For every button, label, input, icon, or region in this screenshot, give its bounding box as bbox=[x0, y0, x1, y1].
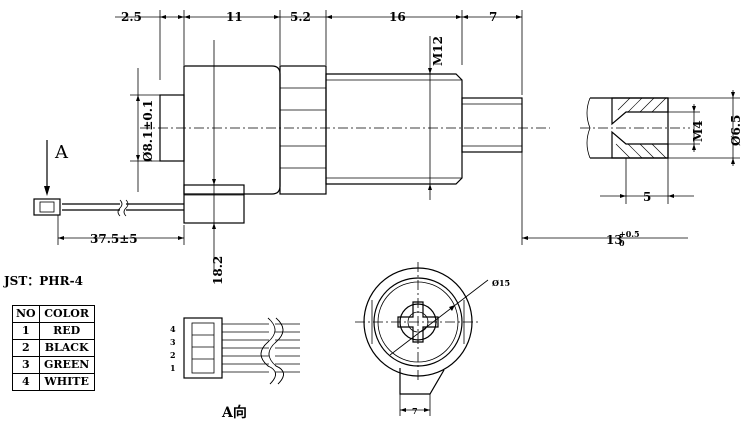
end-view: Ø15 7 bbox=[355, 262, 510, 416]
header-color: COLOR bbox=[38, 305, 95, 323]
pin-2: 2 bbox=[170, 350, 176, 360]
dim-wire-length: 37.5±5 bbox=[90, 232, 138, 246]
row-no: 2 bbox=[12, 339, 40, 357]
dim-top-5: 7 bbox=[489, 10, 497, 24]
shaft-section-view: M4 Ø6.5 5 bbox=[580, 90, 743, 204]
connector-label: JST：PHR-4 bbox=[4, 274, 83, 288]
dim-section-depth: 5 bbox=[643, 190, 651, 204]
table-row: 2 BLACK bbox=[12, 339, 95, 357]
row-color: RED bbox=[38, 322, 95, 340]
dim-body-diameter: Ø8.1±0.1 bbox=[141, 100, 155, 162]
table-row: 1 RED bbox=[12, 322, 95, 340]
view-label-a: A bbox=[55, 142, 68, 163]
pin-3: 3 bbox=[170, 337, 176, 347]
top-dimension-chain: 2.5 11 5.2 16 7 bbox=[115, 10, 523, 95]
shaft-length-dim: 13 +0.5 0 bbox=[521, 152, 688, 248]
row-no: 3 bbox=[12, 356, 40, 374]
table-row: 3 GREEN bbox=[12, 356, 95, 374]
dim-top-1: 2.5 bbox=[121, 10, 142, 24]
row-color: BLACK bbox=[38, 339, 95, 357]
dim-shaft-tol-upper: +0.5 bbox=[619, 229, 640, 239]
table-row: 4 WHITE bbox=[12, 373, 95, 391]
wire-and-plug: 37.5±5 bbox=[33, 140, 185, 246]
dim-shaft-tol-lower: 0 bbox=[619, 238, 625, 248]
table-header-row: NO COLOR bbox=[12, 305, 95, 323]
row-color: WHITE bbox=[38, 373, 95, 391]
pin-1: 1 bbox=[170, 363, 176, 373]
connector-a-view: 4 3 2 1 bbox=[170, 317, 300, 385]
dim-end-diameter: Ø15 bbox=[492, 278, 510, 288]
row-no: 1 bbox=[12, 322, 40, 340]
dim-connector-height: 18.2 bbox=[211, 256, 225, 285]
dim-end-offset: 7 bbox=[412, 406, 418, 416]
dim-top-4: 16 bbox=[389, 10, 406, 24]
dim-thread: M12 bbox=[431, 36, 445, 66]
dim-section-thread: M4 bbox=[691, 120, 705, 142]
pin-4: 4 bbox=[170, 324, 176, 334]
dim-section-diameter: Ø6.5 bbox=[729, 115, 743, 146]
dim-top-3: 5.2 bbox=[290, 10, 311, 24]
row-color: GREEN bbox=[38, 356, 95, 374]
header-no: NO bbox=[12, 305, 40, 323]
side-vertical-dims: Ø8.1±0.1 M12 18.2 bbox=[130, 36, 445, 285]
dim-shaft-length: 13 bbox=[606, 233, 623, 247]
dim-top-2: 11 bbox=[226, 10, 243, 24]
view-caption: A向 bbox=[222, 405, 247, 421]
wire-color-table: NO COLOR 1 RED 2 BLACK 3 GREEN 4 WHITE bbox=[12, 305, 95, 391]
row-no: 4 bbox=[12, 373, 40, 391]
